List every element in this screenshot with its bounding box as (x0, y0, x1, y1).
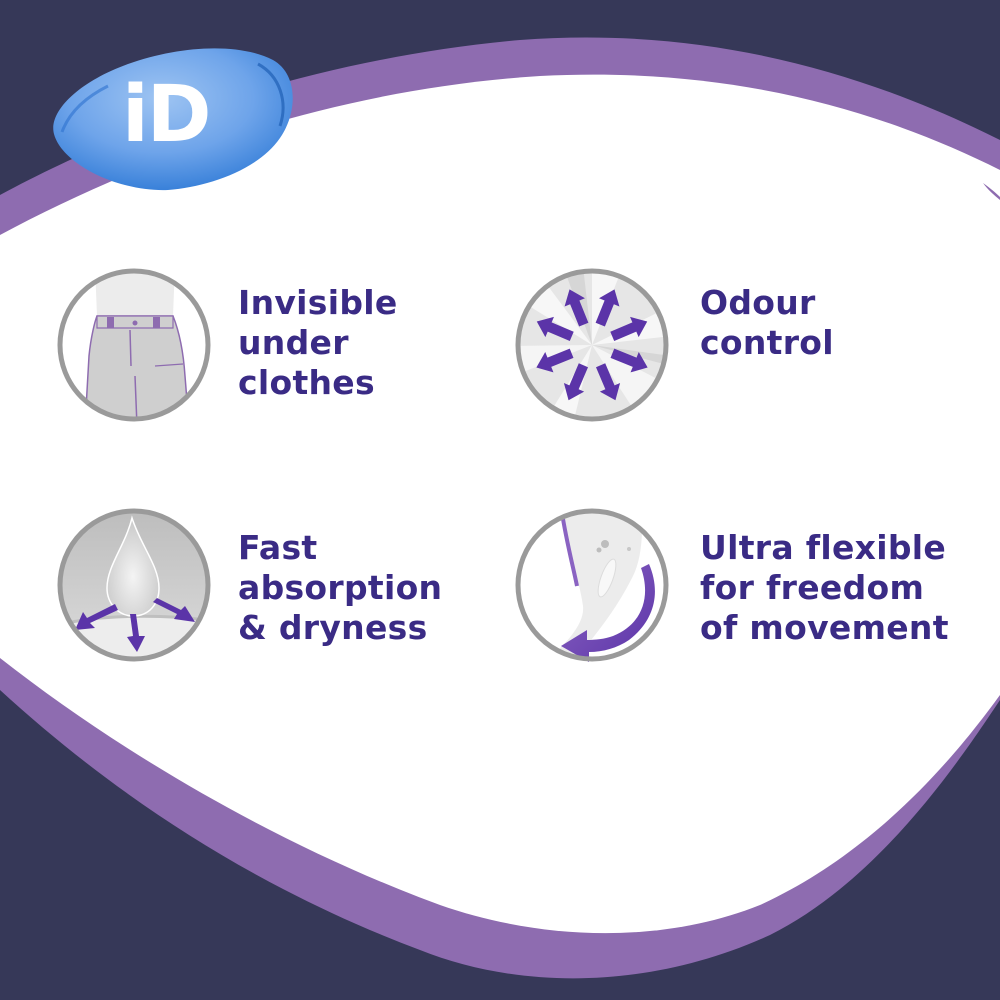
feature-label-odour: Odour control (700, 283, 834, 362)
droplet-absorb-icon (57, 508, 211, 662)
feature-label-invisible: Invisible under clothes (238, 283, 398, 402)
logo-blob-icon (53, 48, 293, 191)
logo-text: iD (122, 70, 211, 160)
trousers-icon (57, 268, 211, 422)
flexible-pad-icon (515, 508, 669, 662)
feature-label-flexible: Ultra flexible for freedom of movement (700, 528, 949, 647)
radiating-arrows-icon (515, 268, 669, 422)
feature-label-absorption: Fast absorption & dryness (238, 528, 443, 647)
